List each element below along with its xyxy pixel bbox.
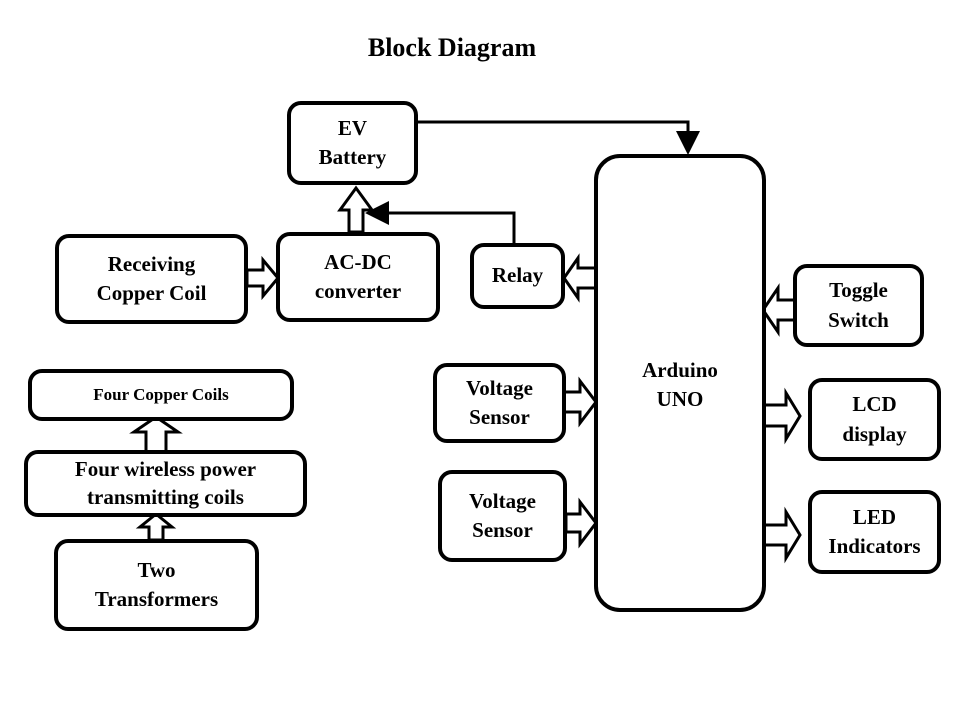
arrow-wireless-to-copper: [129, 415, 183, 454]
lcd-display-block: LCD display: [808, 378, 941, 461]
arrow-toggle-to-arduino: [761, 283, 797, 337]
relay-block: Relay: [470, 243, 565, 309]
toggle-switch-block: Toggle Switch: [793, 264, 924, 347]
four-wireless-coils-block: Four wireless power transmitting coils: [24, 450, 307, 517]
arrow-arduino-to-relay: [562, 253, 598, 303]
receiving-coil-block: Receiving Copper Coil: [55, 234, 248, 324]
voltage-sensor-2-label: Voltage Sensor: [469, 488, 536, 542]
led-indicators-block: LED Indicators: [808, 490, 941, 574]
voltage-sensor-2-block: Voltage Sensor: [438, 470, 567, 562]
four-copper-label: Four Copper Coils: [93, 385, 229, 405]
ev-battery-block: EV Battery: [287, 101, 418, 185]
ac-dc-converter-block: AC-DC converter: [276, 232, 440, 322]
line-battery-to-arduino: [418, 120, 700, 155]
arrow-voltage2-to-arduino: [564, 497, 598, 549]
voltage-sensor-1-label: Voltage Sensor: [466, 375, 533, 429]
line-relay-to-battery-link: [365, 201, 516, 244]
arrow-arduino-to-led: [762, 506, 802, 564]
diagram-title: Block Diagram: [367, 33, 537, 62]
toggle-label: Toggle Switch: [828, 278, 889, 332]
lcd-label: LCD display: [842, 392, 907, 446]
receiving-coil-label: Receiving Copper Coil: [96, 251, 207, 305]
arrow-voltage1-to-arduino: [562, 376, 598, 428]
arduino-label: Arduino UNO: [642, 358, 718, 412]
arrow-transformers-to-wireless: [135, 512, 177, 542]
arrow-arduino-to-lcd: [762, 387, 802, 445]
led-label: LED Indicators: [828, 504, 921, 558]
arrow-receiving-to-acdc: [245, 255, 280, 301]
transformers-label: Two Transformers: [94, 557, 219, 611]
ev-battery-label: EV Battery: [318, 115, 387, 169]
two-transformers-block: Two Transformers: [54, 539, 259, 631]
arrow-acdc-to-battery: [337, 185, 375, 234]
arduino-uno-block: Arduino UNO: [594, 154, 766, 612]
ac-dc-label: AC-DC converter: [314, 249, 402, 303]
four-wireless-label: Four wireless power transmitting coils: [74, 457, 257, 509]
relay-label: Relay: [491, 263, 544, 288]
four-copper-coils-block: Four Copper Coils: [28, 369, 294, 421]
voltage-sensor-1-block: Voltage Sensor: [433, 363, 566, 443]
